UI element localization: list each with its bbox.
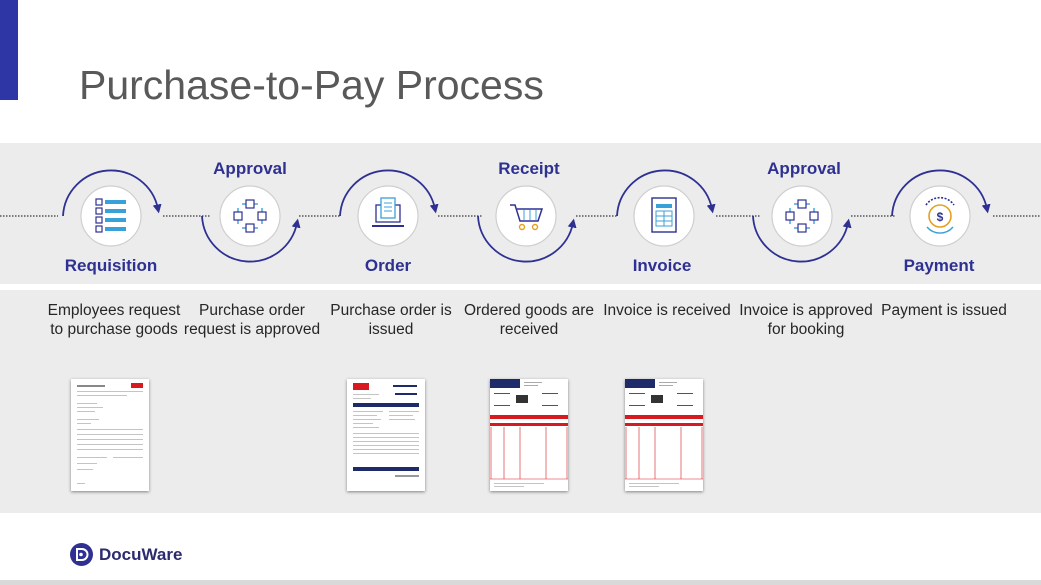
shopping-cart-icon <box>495 185 557 247</box>
docuware-logo-icon <box>70 543 93 566</box>
step-label-approval: Approval <box>213 159 287 178</box>
approval-cycle-icon <box>219 185 281 247</box>
step-label-invoice: Invoice <box>632 256 692 275</box>
invoice-document-thumbnail <box>625 379 703 491</box>
svg-text:$: $ <box>937 210 944 224</box>
approval-cycle-icon <box>771 185 833 247</box>
bottom-arc <box>201 215 301 263</box>
top-arc <box>62 169 162 217</box>
top-arc <box>616 169 716 217</box>
step-label-payment: Payment <box>903 256 975 275</box>
step-description: Invoice is approved for booking <box>739 302 873 338</box>
bottom-arc <box>752 215 852 263</box>
bottom-arc <box>477 215 577 263</box>
coin-payment-icon: $ <box>909 185 971 247</box>
step-label-requisition: Requisition <box>64 256 158 275</box>
step-label-order: Order <box>364 256 412 275</box>
step-label-receipt: Receipt <box>498 159 560 178</box>
invoice-document-icon <box>633 185 695 247</box>
step-description: Invoice is received <box>603 302 731 319</box>
step-description: Purchase order is issued <box>330 302 452 338</box>
accent-bar <box>0 0 18 100</box>
page-title: Purchase-to-Pay Process <box>79 62 544 108</box>
checklist-icon <box>80 185 142 247</box>
docuware-logo-text: DocuWare <box>99 544 183 564</box>
step-description: Ordered goods are received <box>463 302 595 338</box>
step-description: Employees request to purchase goods <box>47 302 181 338</box>
step-description: Purchase order request is approved <box>183 302 321 338</box>
step-description: Payment is issued <box>881 302 1007 319</box>
laptop-document-icon <box>357 185 419 247</box>
footer-divider <box>0 580 1041 585</box>
purchase-order-document-thumbnail <box>347 379 425 491</box>
docuware-logo: DocuWare <box>70 543 182 566</box>
top-arc <box>891 169 991 217</box>
step-label-approval-2: Approval <box>767 159 841 178</box>
requisition-document-thumbnail <box>71 379 149 491</box>
top-arc <box>339 169 439 217</box>
receipt-document-thumbnail <box>490 379 568 491</box>
process-flow: $ <box>0 169 1041 263</box>
